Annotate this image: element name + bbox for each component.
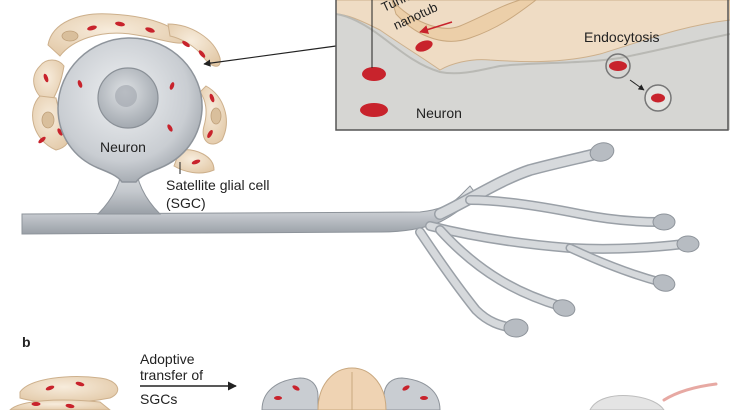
axon [21,185,477,235]
label-sgc-line2: (SGC) [166,195,206,211]
inset-panel [336,0,730,130]
glia-mitochondria [38,21,215,165]
inset-border [335,0,729,131]
neuron-mitochondria [77,80,175,132]
label-neuron: Neuron [100,139,146,155]
panel-b-sgc-left [9,376,119,410]
sgc-left [33,59,65,105]
panel-b-spinal-cord-drg [261,367,441,410]
label-adoptive-line1: Adoptive [140,351,195,367]
sgc-nucleus [210,107,222,125]
panel-b-label: b [22,334,31,350]
endocytosis-arrow [629,79,645,91]
sgc-nucleus [41,111,55,129]
panel-b-mouse [589,382,718,410]
label-adoptive-line2: transfer of [140,367,203,383]
endocytosed-mitochondrion [651,93,665,103]
inset-pointer-arrow [203,45,337,67]
inset-glia-region [336,0,730,71]
label-inset-neuron: Neuron [416,105,462,121]
neuron-nucleolus [115,85,137,107]
endocytic-vesicle-forming [605,53,631,79]
label-sgc-line1: Satellite glial cell [166,177,270,193]
inset-neuron-membrane [336,13,730,75]
label-endocytosis: Endocytosis [584,29,659,45]
label-adoptive-line3: SGCs [140,391,177,407]
sgc-nucleus [61,30,79,42]
neuron [21,37,700,338]
inset-mitochondria [360,40,627,117]
axon-terminals [503,142,700,338]
axon-branches [415,146,689,333]
nanotube-direction-arrow [419,21,453,34]
